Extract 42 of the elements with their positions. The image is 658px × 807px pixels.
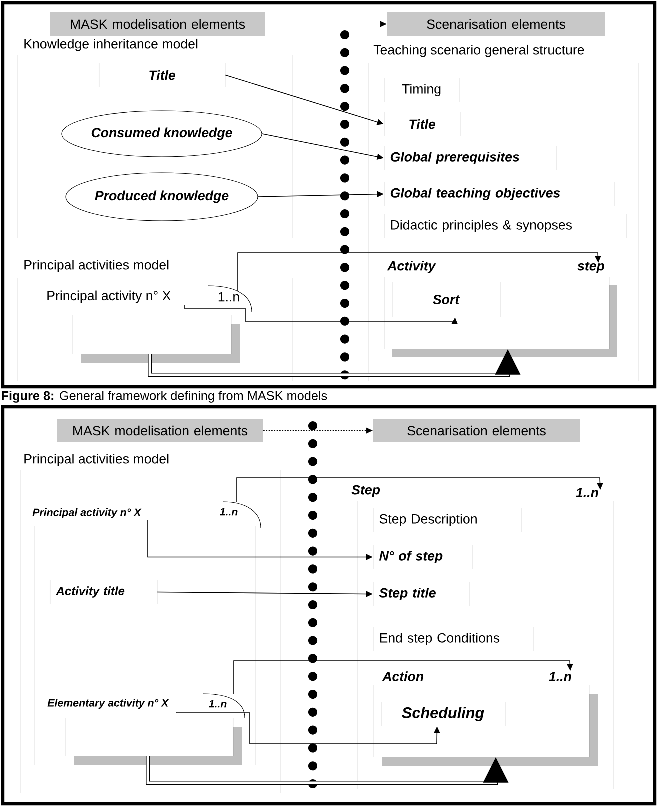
inheritance-arrow bbox=[146, 756, 509, 785]
node-label: Step bbox=[352, 485, 380, 498]
text-box: Global prerequisites bbox=[384, 146, 557, 171]
section-header: MASK modelisation elements bbox=[50, 12, 266, 36]
text-box: Title bbox=[99, 63, 226, 88]
text-box: Sort bbox=[392, 282, 501, 318]
text-box: Step title bbox=[373, 582, 470, 607]
node-label: Activity bbox=[387, 260, 436, 274]
text-box: Global teaching objectives bbox=[384, 182, 615, 207]
text-box: End step Conditions bbox=[373, 627, 534, 652]
section-header: MASK modelisation elements bbox=[57, 419, 264, 442]
multiplicity-label: 1..n bbox=[220, 508, 238, 516]
multiplicity-label: 1..n bbox=[218, 292, 240, 302]
empty-box bbox=[65, 718, 242, 766]
node-label: 1..n bbox=[576, 488, 598, 498]
section-header: Scenarisation elements bbox=[387, 12, 606, 36]
figure-caption: Figure 8: General framework defining from MASK models bbox=[2, 391, 328, 403]
arrow bbox=[236, 478, 604, 502]
section-header: Scenarisation elements bbox=[373, 419, 580, 442]
dotted-arrow bbox=[265, 21, 387, 28]
text-box: Step Description bbox=[373, 508, 522, 533]
text-box: Didactic principles & synopses bbox=[384, 214, 627, 239]
node-label: Principal activity n° X bbox=[32, 508, 142, 518]
dotted-arrow bbox=[263, 428, 373, 434]
text-box: Scheduling bbox=[381, 702, 506, 727]
empty-box bbox=[72, 315, 240, 364]
arrow bbox=[176, 712, 440, 744]
node-label: Principal activities model bbox=[24, 454, 169, 466]
text-box: N° of step bbox=[373, 545, 473, 570]
node-label: Principal activities model bbox=[24, 260, 169, 272]
text-box: Timing bbox=[384, 78, 460, 103]
text-box: Title bbox=[384, 112, 461, 137]
node-label: Teaching scenario general structure bbox=[374, 44, 584, 58]
multiplicity-label: 1..n bbox=[208, 700, 227, 708]
text-box: Activity title bbox=[50, 580, 158, 605]
node-label: Action bbox=[382, 672, 424, 682]
node-label: Knowledge inheritance model bbox=[24, 38, 198, 52]
arrow bbox=[238, 252, 602, 292]
node-label: step bbox=[578, 262, 605, 274]
arrow bbox=[184, 304, 458, 324]
node-label: 1..n bbox=[549, 672, 572, 682]
arrow bbox=[234, 660, 574, 694]
